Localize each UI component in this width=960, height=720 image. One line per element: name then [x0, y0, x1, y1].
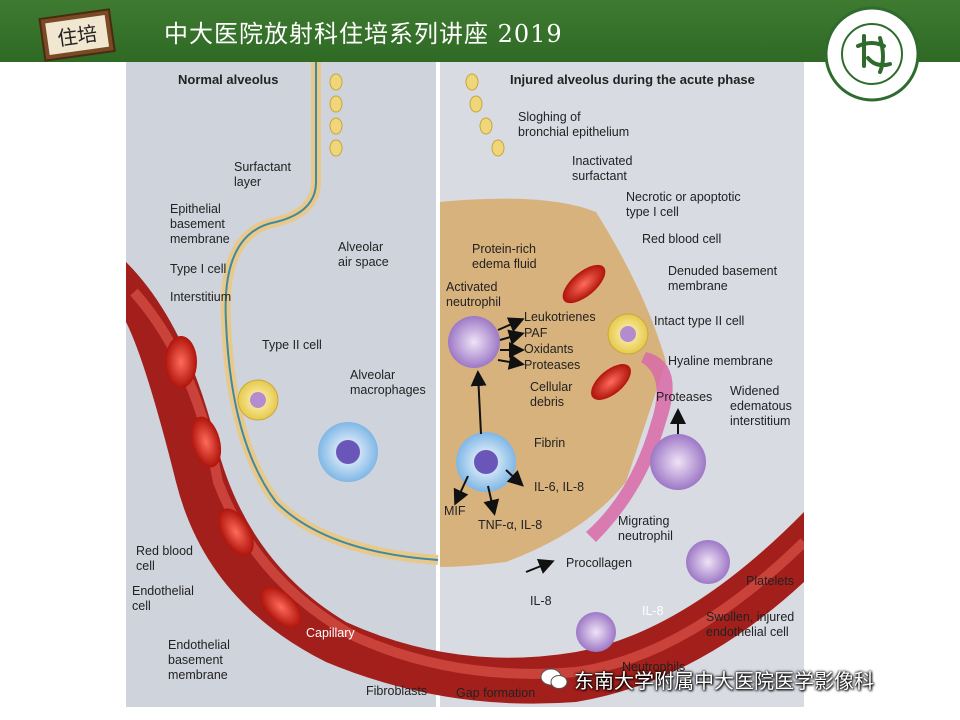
label-red-blood-cell-right: Red blood cell [642, 232, 722, 246]
label-fibrin: Fibrin [534, 436, 566, 450]
label-intact-type2: Intact type II cell [654, 314, 745, 328]
right-panel-title: Injured alveolus during the acute phase [510, 72, 755, 87]
watermark: 东南大学附属中大医院医学影像科 [538, 662, 938, 694]
label-oxidants: Oxidants [524, 342, 574, 356]
label-neutrophils: Neutrophils [622, 660, 686, 674]
label-il6-il8: IL-6, IL-8 [534, 480, 585, 494]
label-hyaline-membrane: Hyaline membrane [668, 354, 773, 368]
rbc-right-2 [591, 364, 631, 400]
activated-neutrophil [448, 316, 500, 368]
macrophage-right-nucleus [474, 450, 498, 474]
label-interstitium: Interstitium [170, 290, 232, 304]
label-proteases-2: Proteases [656, 390, 713, 404]
label-type2-cell: Type II cell [262, 338, 322, 352]
label-il8-b: IL-8 [642, 604, 664, 618]
label-proteases-1: Proteases [524, 358, 581, 372]
rbc-left-3 [218, 508, 254, 556]
label-paf: PAF [524, 326, 548, 340]
label-capillary: Capillary [306, 626, 355, 640]
rbc-left-1 [165, 336, 197, 388]
wechat-icon [540, 668, 568, 689]
label-mif: MIF [444, 504, 466, 518]
label-fibroblasts: Fibroblasts [366, 684, 428, 698]
label-gap-formation: Gap formation [456, 686, 536, 700]
mediator-arrows [453, 317, 686, 574]
type2-nucleus-left [250, 392, 266, 408]
neutrophil-vessel-2 [576, 612, 616, 652]
rbc-left-2 [190, 416, 222, 468]
label-type1-cell: Type I cell [170, 262, 227, 276]
label-leukotrienes: Leukotrienes [524, 310, 596, 324]
neutrophil-vessel-1 [686, 540, 730, 584]
rbc-right-1 [562, 264, 606, 304]
bronchial-epithelium-cells [329, 73, 505, 157]
type2-nucleus-right [620, 326, 636, 342]
residency-logo-text: 住培 [56, 21, 99, 50]
label-il8-a: IL-8 [530, 594, 552, 608]
macrophage-left-nucleus [336, 440, 360, 464]
label-procollagen: Procollagen [566, 556, 633, 570]
label-platelets: Platelets [746, 574, 794, 588]
watermark-text: 东南大学附属中大医院医学影像科 [574, 671, 874, 693]
hospital-seal-logo [824, 6, 920, 102]
rbc-left-4 [260, 586, 302, 628]
left-panel-title: Normal alveolus [178, 72, 279, 87]
page-title: 中大医院放射科住培系列讲座 2019 [164, 20, 563, 48]
header-band: 中大医院放射科住培系列讲座 2019 [0, 0, 960, 62]
residency-logo: 住培 [38, 8, 116, 62]
label-tnf-il8: TNF-α, IL-8 [478, 518, 543, 532]
alveolus-wall-outline [224, 62, 439, 561]
migrating-neutrophil [650, 434, 706, 490]
